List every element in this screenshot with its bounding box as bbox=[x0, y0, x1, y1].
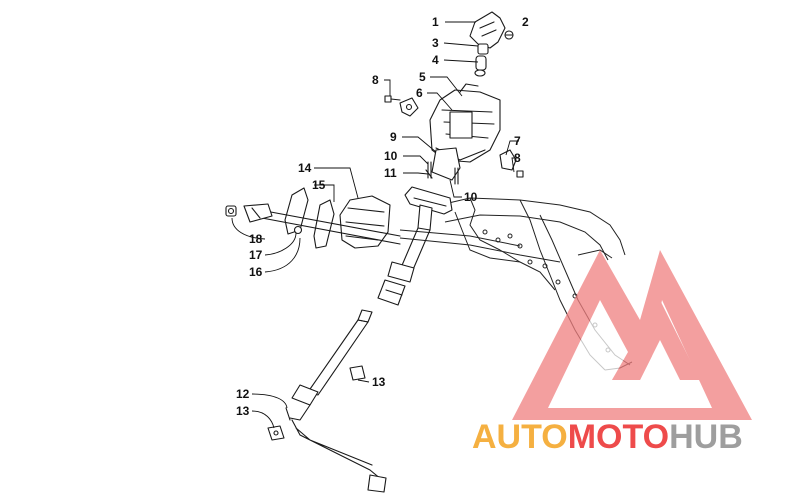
part-5-main-bracket bbox=[429, 83, 501, 163]
part-11-pin bbox=[425, 169, 433, 179]
callout-9: 9 bbox=[390, 130, 397, 144]
callout-8a: 8 bbox=[372, 73, 379, 87]
watermark-text-auto: AUTO bbox=[472, 418, 568, 456]
watermark-logo: AUTOMOTOHUB bbox=[472, 250, 752, 456]
watermark-text-moto: MOTO bbox=[568, 418, 669, 456]
callout-17: 17 bbox=[249, 248, 263, 262]
callout-7: 7 bbox=[514, 134, 521, 148]
part-12-pin bbox=[285, 407, 291, 421]
triangle-m-logo-icon bbox=[512, 250, 752, 420]
tie-rod-link bbox=[291, 419, 387, 493]
part-13-bolt-upper bbox=[349, 365, 366, 381]
callout-16: 16 bbox=[249, 265, 263, 279]
part-13-bolt-lower bbox=[267, 425, 285, 441]
callout-labels: 1 2 3 4 5 6 7 8 8 9 10 10 11 12 13 13 14… bbox=[236, 15, 529, 418]
callout-12: 12 bbox=[236, 387, 250, 401]
part-7-clip-right bbox=[499, 149, 517, 171]
steering-shaft-lower bbox=[289, 309, 373, 421]
callout-3: 3 bbox=[432, 36, 439, 50]
part-6-clip-left bbox=[399, 97, 419, 117]
callout-4: 4 bbox=[432, 53, 439, 67]
callout-11: 11 bbox=[384, 166, 397, 180]
part-9-lower-plate bbox=[431, 147, 461, 181]
column-top-tee bbox=[404, 186, 453, 231]
callout-6: 6 bbox=[416, 86, 423, 100]
part-8-bolt-right bbox=[516, 170, 524, 178]
callout-10a: 10 bbox=[384, 149, 398, 163]
callout-13a: 13 bbox=[372, 375, 386, 389]
callout-14: 14 bbox=[298, 161, 312, 175]
part-1-upper-cap bbox=[469, 11, 506, 55]
part-17-clamp bbox=[243, 203, 273, 223]
part-15-bracket bbox=[284, 187, 335, 249]
part-17-nut-small bbox=[293, 225, 303, 235]
part-8-bolt-left bbox=[384, 95, 401, 103]
steering-shaft-upper bbox=[377, 227, 431, 306]
part-10-springs bbox=[427, 161, 459, 185]
callout-5: 5 bbox=[419, 70, 426, 84]
part-3-washer bbox=[475, 55, 487, 71]
part-18-nut bbox=[225, 205, 237, 217]
svg-text:AUTOMOTOHUB: AUTOMOTOHUB bbox=[472, 418, 743, 456]
leader-lines bbox=[231, 21, 519, 429]
callout-18: 18 bbox=[249, 232, 263, 246]
part-2-screw bbox=[504, 30, 514, 40]
part-16-rod bbox=[259, 209, 401, 245]
callout-10b: 10 bbox=[464, 190, 478, 204]
callout-2: 2 bbox=[522, 15, 529, 29]
watermark-text-hub: HUB bbox=[669, 418, 743, 456]
callout-15: 15 bbox=[312, 178, 326, 192]
callout-8b: 8 bbox=[514, 151, 521, 165]
callout-1: 1 bbox=[432, 15, 439, 29]
callout-13b: 13 bbox=[236, 404, 250, 418]
part-4-ring bbox=[474, 69, 486, 77]
